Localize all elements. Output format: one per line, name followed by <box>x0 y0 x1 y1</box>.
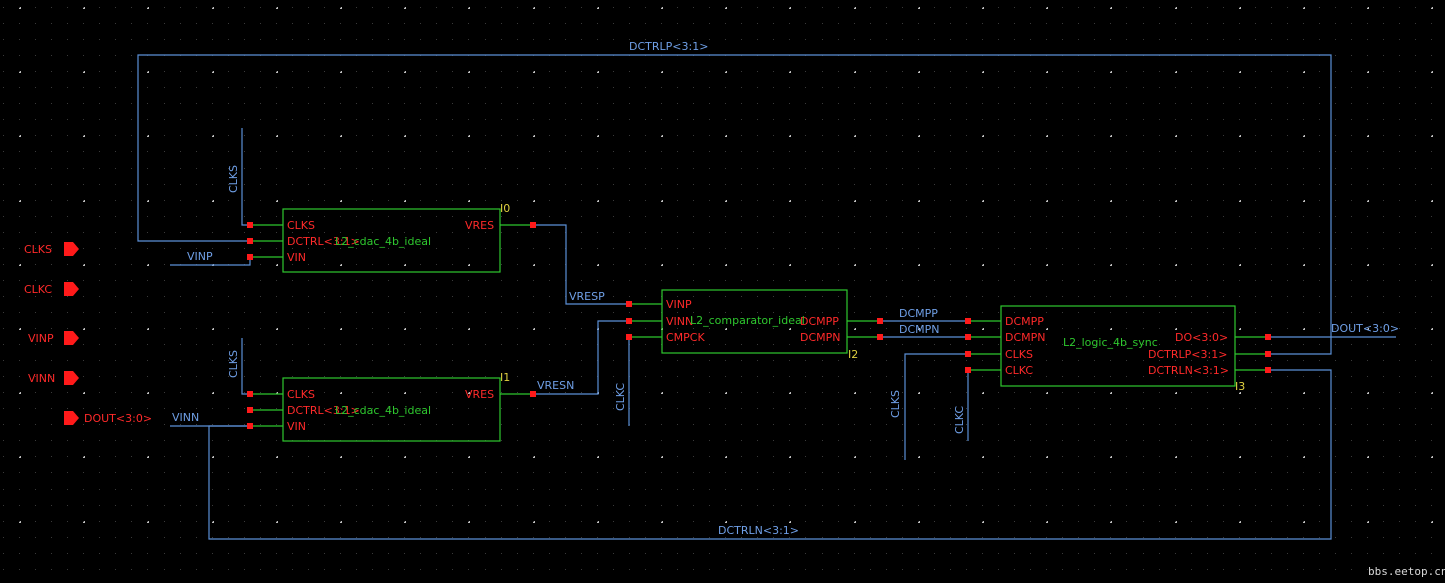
cdac-bot-cellname: L2_cdac_4b_ideal <box>335 404 431 417</box>
net-clks-logic-wire[interactable] <box>904 353 968 460</box>
logic-pin-dcmpp: DCMPP <box>1005 315 1044 328</box>
grid-dots <box>3 7 1433 570</box>
logic-pin-dctrln: DCTRLN<3:1> <box>1148 364 1229 377</box>
wires <box>137 54 1396 540</box>
net-label-clks-top: CLKS <box>227 165 240 193</box>
cmp-pin-vinn: VINN <box>666 315 693 328</box>
net-label-vinp: VINP <box>187 250 213 263</box>
cmp-pin-dcmpn: DCMPN <box>800 331 841 344</box>
cmp-pin-cmpck: CMPCK <box>666 331 705 344</box>
port-clks-icon <box>64 242 79 256</box>
cdac-bot-text: CLKS DCTRL<3:1> VIN VRES L2_cdac_4b_idea… <box>287 371 510 433</box>
cdac-top-symbol[interactable] <box>250 208 533 273</box>
net-dctrln-wire[interactable] <box>208 369 1332 540</box>
cdac-top-pin-dctrl: DCTRL<3:1> <box>287 235 360 248</box>
cdac-bot-symbol[interactable] <box>250 377 533 442</box>
net-label-dctrlp: DCTRLP<3:1> <box>629 40 708 53</box>
watermark: bbs.eetop.cn <box>1368 565 1445 578</box>
cmp-pin-vinp: VINP <box>666 298 692 311</box>
port-clks-label: CLKS <box>24 243 52 256</box>
cdac-bot-pin-clks: CLKS <box>287 388 315 401</box>
port-dout-label: DOUT<3:0> <box>84 412 152 425</box>
cmp-pin-dcmpp: DCMPP <box>800 315 839 328</box>
cdac-top-pin-vres: VRES <box>465 219 494 232</box>
logic-symbol[interactable] <box>968 305 1268 387</box>
net-vresn-wire[interactable] <box>533 320 629 395</box>
logic-text: DCMPP DCMPN CLKS CLKC DO<3:0> DCTRLP<3:1… <box>1005 315 1245 393</box>
port-dout-icon <box>64 411 79 425</box>
net-label-vresn: VRESN <box>537 379 574 392</box>
io-ports: CLKS CLKC VINP VINN DOUT<3:0> <box>24 242 152 425</box>
cdac-top-pin-clks: CLKS <box>287 219 315 232</box>
port-vinn-icon <box>64 371 79 385</box>
logic-pin-dcmpn: DCMPN <box>1005 331 1046 344</box>
cmp-cellname: L2_comparator_ideal <box>690 314 805 327</box>
port-clkc-label: CLKC <box>24 283 52 296</box>
net-label-clkc-cmp: CLKC <box>614 383 627 411</box>
net-label-vresp: VRESP <box>569 290 605 303</box>
net-label-clks-logic: CLKS <box>889 390 902 418</box>
net-vresp-wire[interactable] <box>533 224 629 305</box>
logic-cellname: L2_logic_4b_sync <box>1063 336 1158 349</box>
net-labels: DCTRLP<3:1> DCTRLN<3:1> CLKS CLKS CLKS C… <box>172 40 1399 537</box>
net-label-dcmpp: DCMPP <box>899 307 938 320</box>
net-dctrlp-wire[interactable] <box>137 54 1332 355</box>
net-label-dout: DOUT<3:0> <box>1331 322 1399 335</box>
net-clks-bot-wire[interactable] <box>241 338 250 395</box>
pin-markers <box>247 222 1271 429</box>
logic-instname: I3 <box>1235 380 1245 393</box>
cmp-instname: I2 <box>848 348 858 361</box>
cdac-bot-instname: I1 <box>500 371 510 384</box>
cdac-bot-pin-vres: VRES <box>465 388 494 401</box>
port-vinp-label: VINP <box>28 332 54 345</box>
logic-pin-clks: CLKS <box>1005 348 1033 361</box>
cdac-bot-pin-dctrl: DCTRL<3:1> <box>287 404 360 417</box>
comparator-text: VINP VINN CMPCK DCMPP DCMPN L2_comparato… <box>666 298 858 361</box>
net-label-clks-bot: CLKS <box>227 350 240 378</box>
cdac-top-text: CLKS DCTRL<3:1> VIN VRES L2_cdac_4b_idea… <box>287 202 510 264</box>
net-label-clkc-logic: CLKC <box>953 406 966 434</box>
port-vinn-label: VINN <box>28 372 55 385</box>
cdac-top-instname: I0 <box>500 202 510 215</box>
port-vinp-icon <box>64 331 79 345</box>
net-clks-top-wire[interactable] <box>241 128 250 226</box>
port-clkc-icon <box>64 282 79 296</box>
net-label-vinn: VINN <box>172 411 199 424</box>
cdac-top-pin-vin: VIN <box>287 251 306 264</box>
cdac-bot-pin-vin: VIN <box>287 420 306 433</box>
comparator-symbol[interactable] <box>629 289 880 354</box>
logic-pin-do: DO<3:0> <box>1175 331 1228 344</box>
cdac-top-cellname: L2_cdac_4b_ideal <box>335 235 431 248</box>
net-label-dctrln: DCTRLN<3:1> <box>718 524 799 537</box>
logic-pin-clkc: CLKC <box>1005 364 1033 377</box>
net-label-dcmpn: DCMPN <box>899 323 940 336</box>
logic-pin-dctrlp: DCTRLP<3:1> <box>1148 348 1227 361</box>
